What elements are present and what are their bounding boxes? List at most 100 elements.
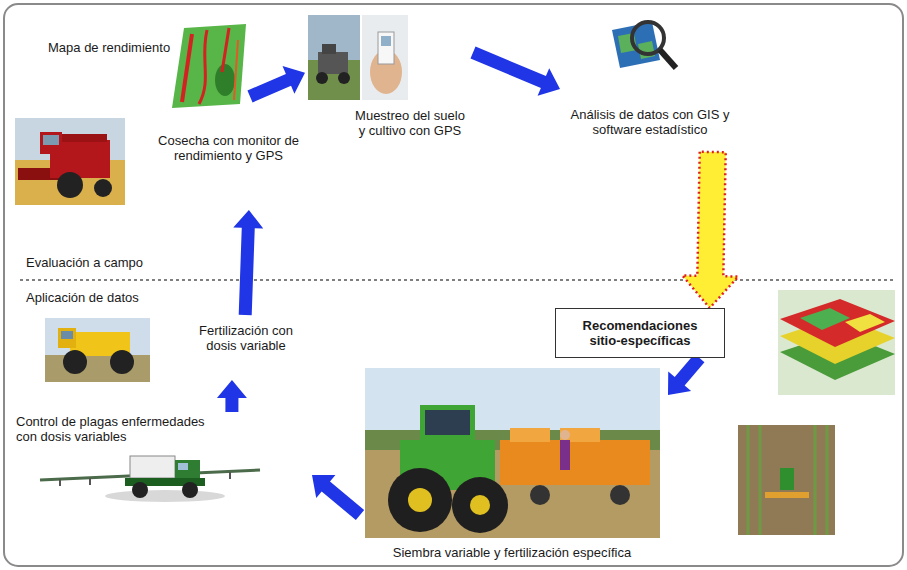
sprayer-picture-part bbox=[59, 479, 61, 486]
sprayer-picture bbox=[40, 456, 260, 502]
flow-arrow bbox=[217, 380, 247, 412]
flow-arrow bbox=[470, 47, 560, 96]
soil-sampling-picture-part bbox=[381, 36, 391, 46]
spreader-picture-part bbox=[63, 350, 87, 374]
seeder-picture-part bbox=[388, 468, 452, 532]
sprayer-picture-part bbox=[178, 463, 188, 470]
seeder-picture-part bbox=[500, 440, 650, 485]
combine-picture-part bbox=[15, 118, 125, 205]
gis-analysis-icon-part bbox=[632, 22, 664, 54]
stage-region: Cosecha con monitor de rendimiento y GPS bbox=[12, 118, 307, 210]
aerial-tractor-picture-part bbox=[814, 425, 817, 535]
flow-arrow bbox=[233, 210, 263, 315]
yield-map-picture-part bbox=[199, 30, 207, 104]
aerial-tractor-picture-part bbox=[738, 425, 835, 535]
seeder-picture-part bbox=[560, 430, 570, 440]
stage-region: Siembra variable y fertilización específ… bbox=[360, 365, 668, 565]
stage-caption: Siembra variable y fertilización específ… bbox=[362, 545, 662, 560]
stage-caption: Mapa de rendimiento bbox=[48, 40, 170, 55]
aerial-tractor-picture-part bbox=[765, 492, 809, 498]
aerial-tractor-picture-part bbox=[747, 425, 750, 535]
soil-sampling-picture bbox=[308, 15, 408, 100]
seeder-picture-part bbox=[470, 495, 490, 515]
recommendation-box: Recomendaciones sitio-específicas bbox=[555, 308, 725, 358]
stage-caption: Cosecha con monitor de rendimiento y GPS bbox=[156, 133, 301, 163]
sprayer-picture-part bbox=[105, 490, 225, 502]
spreader-picture bbox=[45, 318, 150, 382]
spreader-picture-part bbox=[61, 331, 73, 339]
combine-picture bbox=[15, 118, 125, 205]
yield-map-picture-part bbox=[222, 28, 229, 72]
combine-picture-part bbox=[62, 134, 107, 142]
seeder-picture-part bbox=[560, 428, 600, 442]
yield-map-picture-part bbox=[172, 24, 246, 108]
stage-region: Muestreo del suelo y cultivo con GPS bbox=[305, 12, 473, 147]
aerial-tractor-picture-part bbox=[759, 425, 762, 535]
soil-sampling-picture-part bbox=[378, 32, 394, 64]
stage-region: Control de plagas enfermedades con dosis… bbox=[12, 412, 312, 517]
yield-map-picture-part bbox=[234, 40, 238, 100]
stage-region: Análisis de datos con GIS y software est… bbox=[560, 12, 744, 152]
prescription-map-picture-part bbox=[780, 299, 895, 347]
spreader-picture-part bbox=[45, 355, 150, 382]
stage-caption: Muestreo del suelo y cultivo con GPS bbox=[353, 108, 467, 138]
spreader-picture-part bbox=[58, 328, 76, 348]
aerial-tractor-picture-part bbox=[826, 425, 829, 535]
combine-picture-part bbox=[94, 179, 112, 197]
stage-caption: Análisis de datos con GIS y software est… bbox=[562, 107, 738, 137]
zone-label: Evaluación a campo bbox=[26, 255, 143, 270]
seeder-picture-part bbox=[365, 368, 660, 538]
yield-map-picture bbox=[172, 24, 246, 108]
flow-arrow bbox=[682, 152, 738, 308]
seeder-picture-part bbox=[530, 485, 550, 505]
flow-arrow bbox=[312, 475, 364, 520]
seeder-picture-part bbox=[560, 440, 570, 470]
stage-caption: Control de plagas enfermedades con dosis… bbox=[16, 414, 216, 444]
seeder-picture-part bbox=[452, 477, 508, 533]
soil-sampling-picture-part bbox=[318, 52, 348, 74]
aerial-tractor-picture-part bbox=[780, 468, 794, 490]
prescription-map-picture-part bbox=[845, 314, 885, 332]
yield-map-picture-part bbox=[182, 34, 192, 102]
prescription-map-picture bbox=[778, 290, 895, 395]
stage-region: Fertilización con dosis variable bbox=[40, 315, 310, 380]
spreader-picture-part bbox=[45, 318, 150, 382]
sprayer-picture-part bbox=[175, 460, 200, 480]
sprayer-picture-part bbox=[89, 478, 91, 485]
stage-caption: Recomendaciones sitio-específicas bbox=[570, 318, 710, 348]
flow-arrow bbox=[247, 66, 305, 102]
stage-caption: Fertilización con dosis variable bbox=[188, 323, 304, 353]
sprayer-picture-part bbox=[130, 456, 175, 478]
prescription-map-picture-part bbox=[800, 308, 850, 330]
seeder-picture-part bbox=[610, 485, 630, 505]
stage-region: Mapa de rendimiento bbox=[40, 20, 250, 110]
combine-picture-part bbox=[57, 172, 83, 198]
seeder-picture-part bbox=[420, 405, 475, 450]
seeder-picture-part bbox=[425, 410, 470, 435]
soil-sampling-picture-part bbox=[362, 15, 408, 100]
yield-map-picture-part bbox=[215, 64, 235, 96]
combine-picture-part bbox=[43, 135, 59, 145]
seeder-picture bbox=[365, 368, 660, 538]
frame-part bbox=[4, 4, 903, 566]
combine-picture-part bbox=[40, 132, 62, 154]
soil-sampling-picture-part bbox=[322, 44, 336, 54]
soil-sampling-picture-part bbox=[316, 72, 328, 84]
seeder-picture-part bbox=[510, 428, 550, 442]
sprayer-picture-part bbox=[132, 482, 148, 498]
zone-label: Aplicación de datos bbox=[26, 290, 139, 305]
sprayer-picture-part bbox=[229, 472, 231, 479]
seeder-picture-part bbox=[408, 488, 432, 512]
frame bbox=[4, 4, 903, 566]
gis-analysis-icon-part bbox=[660, 50, 676, 68]
sprayer-picture-part bbox=[182, 482, 198, 498]
divider-line bbox=[20, 280, 895, 281]
soil-sampling-picture-part bbox=[308, 15, 360, 100]
soil-sampling-picture-part bbox=[338, 72, 350, 84]
aerial-tractor-picture bbox=[738, 425, 835, 535]
gis-analysis-icon bbox=[612, 22, 676, 68]
